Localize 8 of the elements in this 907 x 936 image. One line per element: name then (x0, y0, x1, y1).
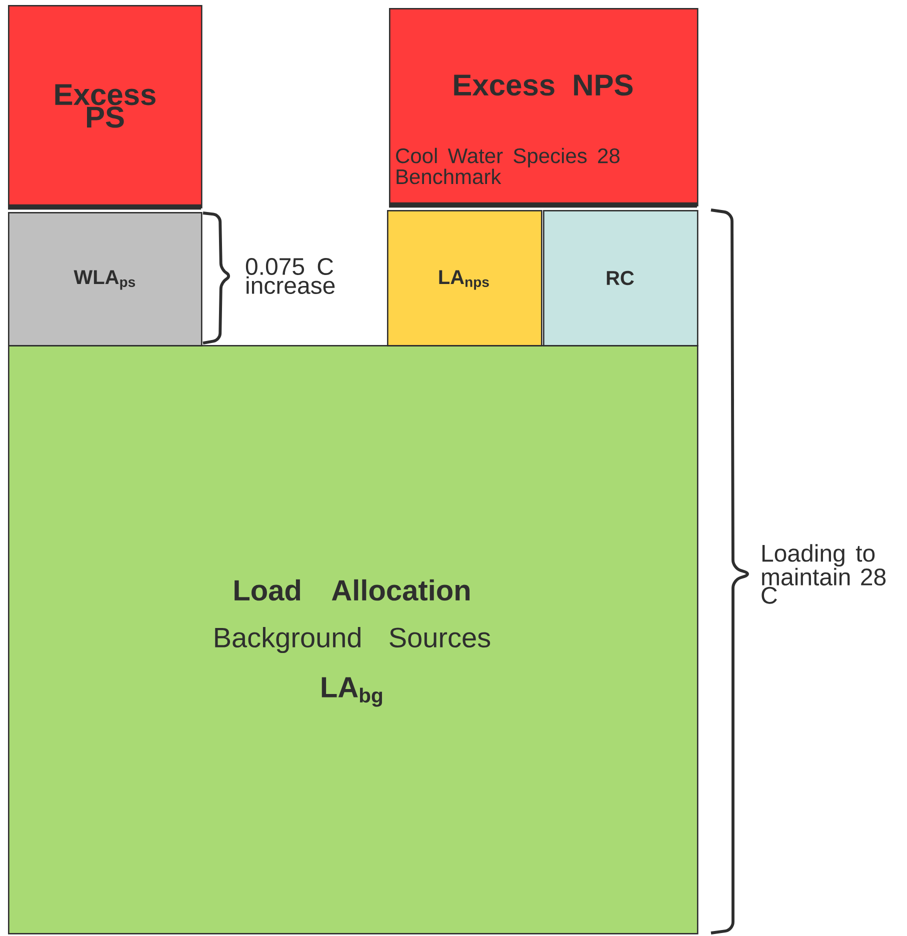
allocation-box: RC (543, 210, 698, 346)
excess-box: Excess NPS Cool Water Species 28 Benchmark (389, 8, 698, 208)
annotation-text: 0.075 C increase (246, 258, 335, 294)
excess-box: Excess PS (8, 5, 202, 210)
allocation-box: LA$_{nps}$ (387, 210, 542, 346)
annotation-text: Loading to maintain 28 C (762, 544, 886, 604)
allocation-box: WLA$_{ps}$ (8, 212, 202, 346)
allocation-box: Load Allocation Background Sources LA$_{bg}$ (8, 345, 698, 934)
